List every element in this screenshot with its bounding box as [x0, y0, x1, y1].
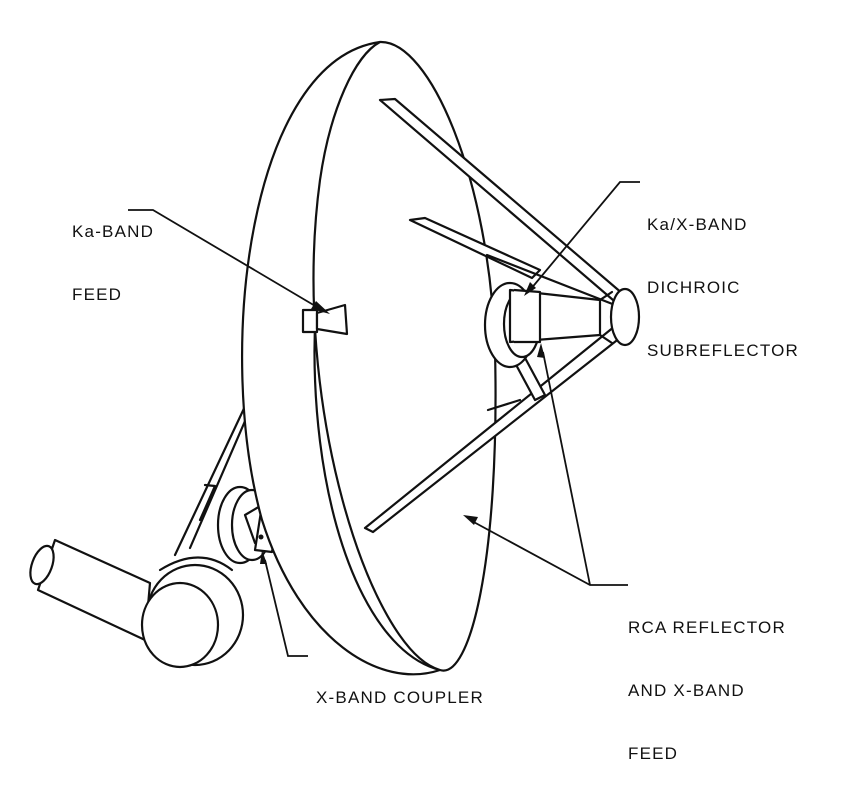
- leader-x-band-coupler: [260, 550, 308, 657]
- subreflector-assembly: [483, 281, 641, 369]
- rca-reflector-dish: [240, 40, 497, 676]
- label-x-band-coupler: X-BAND COUPLER: [316, 645, 484, 729]
- label-line: DICHROIC: [647, 278, 741, 297]
- label-line: FEED: [72, 285, 123, 304]
- label-line: AND X-BAND: [628, 681, 745, 700]
- subreflector-struts: [363, 97, 632, 534]
- label-line: X-BAND COUPLER: [316, 688, 484, 707]
- label-line: RCA REFLECTOR: [628, 618, 786, 637]
- label-ka-band-feed: Ka-BAND FEED: [72, 179, 154, 326]
- label-line: SUBREFLECTOR: [647, 341, 800, 360]
- leader-rca-reflector: [463, 343, 628, 586]
- label-rca-reflector: RCA REFLECTOR AND X-BAND FEED: [628, 575, 786, 785]
- leader-ka-feed: [128, 209, 330, 314]
- leader-subreflector: [524, 181, 640, 296]
- label-subreflector: Ka/X-BAND DICHROIC SUBREFLECTOR: [647, 172, 799, 382]
- label-line: Ka-BAND: [72, 222, 155, 241]
- label-line: FEED: [628, 744, 679, 763]
- antenna-diagram: [29, 40, 641, 676]
- mount-pipe: [29, 538, 152, 642]
- motor-housing: [140, 556, 245, 669]
- label-line: Ka/X-BAND: [647, 215, 748, 234]
